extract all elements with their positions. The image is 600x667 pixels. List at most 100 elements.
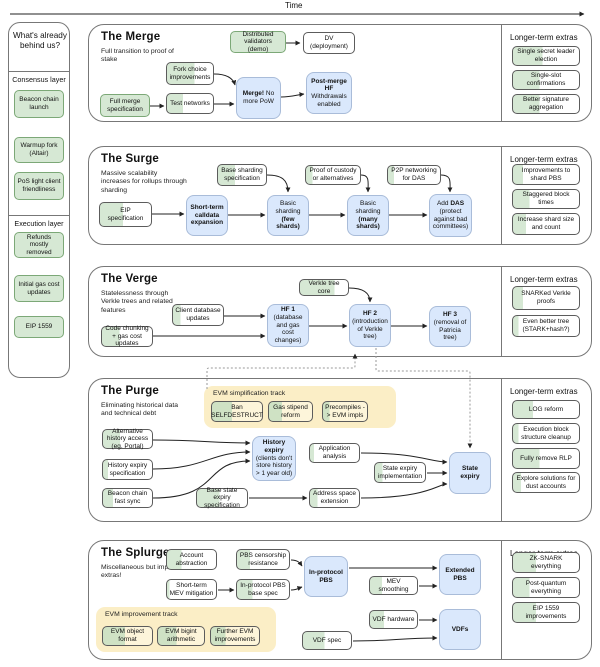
node-label: State expiry: [460, 465, 480, 480]
node-single-secret-leader: Single secret leader election: [512, 46, 580, 66]
node-short-term-mev-mitigation: Short-term MEV mitigation: [166, 579, 217, 600]
node-label: Gas stipend reform: [273, 403, 308, 419]
node-mev-smoothing: MEV smoothing: [369, 576, 418, 595]
node-label: EIP 1559 improvements: [525, 604, 567, 620]
node-ban-selfdestruct: Ban SELFDESTRUCT: [211, 401, 263, 422]
node-further-evm-improvements: Further EVM improvements: [210, 626, 260, 646]
node-label: Beacon chain launch: [19, 96, 59, 111]
node-zk-snark-everything: ZK-SNARK everything: [512, 552, 580, 573]
node-dust-accounts: Explore solutions for dust accounts: [512, 472, 580, 493]
node-label: Staggered block times: [522, 191, 570, 206]
node-state-expiry: State expiry: [449, 452, 491, 494]
node-execution-block-cleanup: Execution block structure cleanup: [512, 423, 580, 444]
extras-divider: [501, 379, 502, 521]
node-label: Address space extension: [313, 490, 356, 505]
node-staggered-block-times: Staggered block times: [512, 189, 580, 209]
node-label: PoS light client friendliness: [17, 178, 61, 193]
node-label: Ban SELFDESTRUCT: [211, 403, 263, 419]
node-eip-1559-improvements: EIP 1559 improvements: [512, 602, 580, 623]
section-the-surge: The Surge Massive scalability increases …: [88, 146, 592, 245]
node-label: Extended PBS: [445, 566, 475, 582]
track-title: EVM improvement track: [105, 611, 178, 618]
node-label: Fork choice improvements: [169, 65, 211, 81]
extras-divider: [501, 541, 502, 659]
node-in-protocol-pbs: In-protocol PBS: [304, 556, 348, 597]
extras-title: Longer-term extras: [510, 33, 578, 42]
extras-title: Longer-term extras: [510, 387, 578, 396]
node-label: Alternative history access (eg. Portal): [106, 427, 149, 450]
node-history-expiry-spec: History expiry specification: [102, 459, 153, 480]
node-state-expiry-implementation: State expiry implementation: [374, 462, 426, 483]
node-label: Improvements to shard PBS: [521, 166, 571, 182]
node-gas-stipend-reform: Gas stipend reform: [268, 401, 313, 422]
extras-title: Longer-term extras: [510, 275, 578, 284]
node-initial-gas-updates: Initial gas cost updates: [14, 275, 64, 302]
node-code-chunking: Code chunking + gas cost updates: [101, 325, 153, 347]
extras-divider: [501, 147, 502, 244]
node-label: EVM bigint arithmetic: [165, 628, 197, 643]
node-verkle-tree-core: Verkle tree core: [299, 279, 349, 296]
node-label: Further EVM improvements: [214, 628, 256, 643]
node-add-das: Add DAS (protect against bad committees): [429, 194, 472, 237]
node-label: Add DAS (protect against bad committees): [432, 200, 469, 231]
section-title: The Splurge: [101, 547, 170, 559]
node-full-merge-spec: Full merge specification: [100, 94, 150, 117]
node-label: EVM object format: [110, 628, 145, 643]
node-refunds-removed: Refunds mostly removed: [14, 232, 64, 258]
node-label: EIP 1559: [25, 323, 53, 331]
section-subtitle: Massive scalability increases for rollup…: [101, 170, 187, 194]
node-dv-deployment: DV (deployment): [303, 32, 355, 54]
node-p2p-networking-das: P2P networking for DAS: [387, 165, 441, 185]
section-title: The Verge: [101, 273, 158, 285]
node-improvements-shard-pbs: Improvements to shard PBS: [512, 164, 580, 185]
node-base-sharding-spec: Base sharding specification: [217, 164, 267, 186]
node-evm-bigint-arithmetic: EVM bigint arithmetic: [157, 626, 205, 646]
node-label: ZK-SNARK everything: [529, 554, 563, 570]
node-label: PBS censorship resistance: [239, 551, 287, 567]
section-subtitle: Full transition to proof of stake: [101, 48, 174, 64]
node-label: HF 2 (introduction of Verkle tree): [352, 310, 388, 341]
node-label: Verkle tree core: [308, 279, 340, 295]
node-label: Precompiles -> EVM impls: [325, 403, 365, 419]
node-label: HF 3 (removal of Patricia tree): [433, 311, 467, 342]
node-label: VDF hardware: [372, 615, 415, 623]
node-base-state-expiry-spec: Base state expiry specification: [196, 486, 248, 509]
section-subtitle: Statelessness through Verkle trees and r…: [101, 290, 173, 314]
node-evm-object-format: EVM object format: [102, 626, 153, 646]
node-account-abstraction: Account abstraction: [166, 549, 217, 570]
node-label: EIP specification: [107, 206, 144, 222]
node-label: Account abstraction: [175, 551, 208, 567]
extras-divider: [501, 25, 502, 121]
node-label: Warmup fork (Altair): [20, 142, 58, 157]
node-label: VDF spec: [312, 636, 342, 644]
extras-divider: [501, 267, 502, 356]
node-address-space-extension: Address space extension: [309, 488, 360, 508]
node-label: Merge! No more PoW: [242, 90, 275, 105]
node-history-expiry: History expiry (clients don't store hist…: [252, 436, 296, 481]
node-label: Base sharding specification: [221, 167, 263, 182]
node-label: P2P networking for DAS: [391, 167, 437, 182]
node-label: History expiry specification: [107, 461, 148, 477]
node-eip-specification: EIP specification: [99, 202, 152, 227]
node-increase-shard-size: Increase shard size and count: [512, 213, 580, 235]
node-label: Base state expiry specification: [204, 486, 240, 509]
node-label: SNARKed Verkle proofs: [521, 290, 571, 305]
node-label: VDFs: [451, 625, 469, 633]
node-hf1: HF 1 (database and gas cost changes): [267, 304, 309, 347]
node-label: Proof of custody or alternatives: [309, 167, 357, 182]
section-title: The Purge: [101, 385, 160, 397]
node-beacon-chain-launch: Beacon chain launch: [14, 90, 64, 118]
node-label: Initial gas cost updates: [18, 280, 60, 296]
section-subtitle: Miscellaneous but important extras!: [101, 564, 186, 580]
node-label: Fully remove RLP: [520, 454, 572, 462]
sidebar-title: What's already behind us?: [13, 31, 67, 51]
time-label: Time: [285, 1, 303, 10]
track-title: EVM simplification track: [213, 390, 286, 397]
node-alternative-history-access: Alternative history access (eg. Portal): [102, 427, 153, 450]
node-label: Single secret leader election: [517, 48, 575, 63]
extras-title: Longer-term extras: [510, 155, 578, 164]
node-label: Even better tree (STARK+hash?): [522, 318, 570, 333]
node-post-merge-hf: Post-merge HF Withdrawals enabled: [306, 72, 352, 114]
node-label: Test networks: [170, 99, 210, 107]
